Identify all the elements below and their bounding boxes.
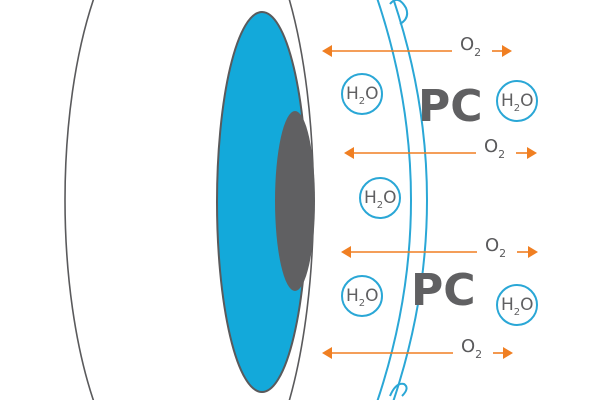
lens-top-edge	[389, 0, 409, 25]
arrowhead-right	[527, 147, 537, 159]
oxygen-arrow: O2	[341, 235, 538, 260]
water-label: H2O	[346, 84, 379, 107]
water-molecule: H2O	[341, 73, 383, 115]
arrowhead-left	[344, 147, 354, 159]
water-molecule-ring	[341, 73, 383, 115]
arrowhead-left	[322, 45, 332, 57]
oxygen-label: O2	[460, 34, 481, 59]
water-molecule: H2O	[496, 284, 538, 326]
arrowhead-right	[528, 246, 538, 258]
water-molecules: H2O H2O H2O H2O H2O	[341, 73, 538, 326]
oxygen-arrow: O2	[322, 34, 512, 59]
eyeball-outline	[64, 0, 95, 400]
oxygen-label: O2	[485, 235, 506, 260]
oxygen-arrow: O2	[322, 336, 513, 361]
water-label: H2O	[501, 295, 534, 318]
water-label: H2O	[501, 91, 534, 114]
water-molecule: H2O	[496, 80, 538, 122]
arrowhead-right	[503, 347, 513, 359]
water-molecule: H2O	[359, 177, 401, 219]
water-molecule-ring	[496, 284, 538, 326]
arrowhead-left	[322, 347, 332, 359]
arrowhead-right	[502, 45, 512, 57]
water-label: H2O	[364, 188, 397, 211]
oxygen-arrow: O2	[344, 136, 537, 161]
pc-label-top: PC	[418, 81, 483, 132]
water-molecule-ring	[359, 177, 401, 219]
pc-label-bottom: PC	[411, 265, 476, 316]
water-molecule-ring	[341, 275, 383, 317]
water-molecule-ring	[496, 80, 538, 122]
pupil	[275, 111, 315, 291]
arrowhead-left	[341, 246, 351, 258]
oxygen-label: O2	[461, 336, 482, 361]
lens-bottom-edge	[389, 382, 408, 397]
oxygen-label: O2	[484, 136, 505, 161]
water-label: H2O	[346, 286, 379, 309]
water-molecule: H2O	[341, 275, 383, 317]
